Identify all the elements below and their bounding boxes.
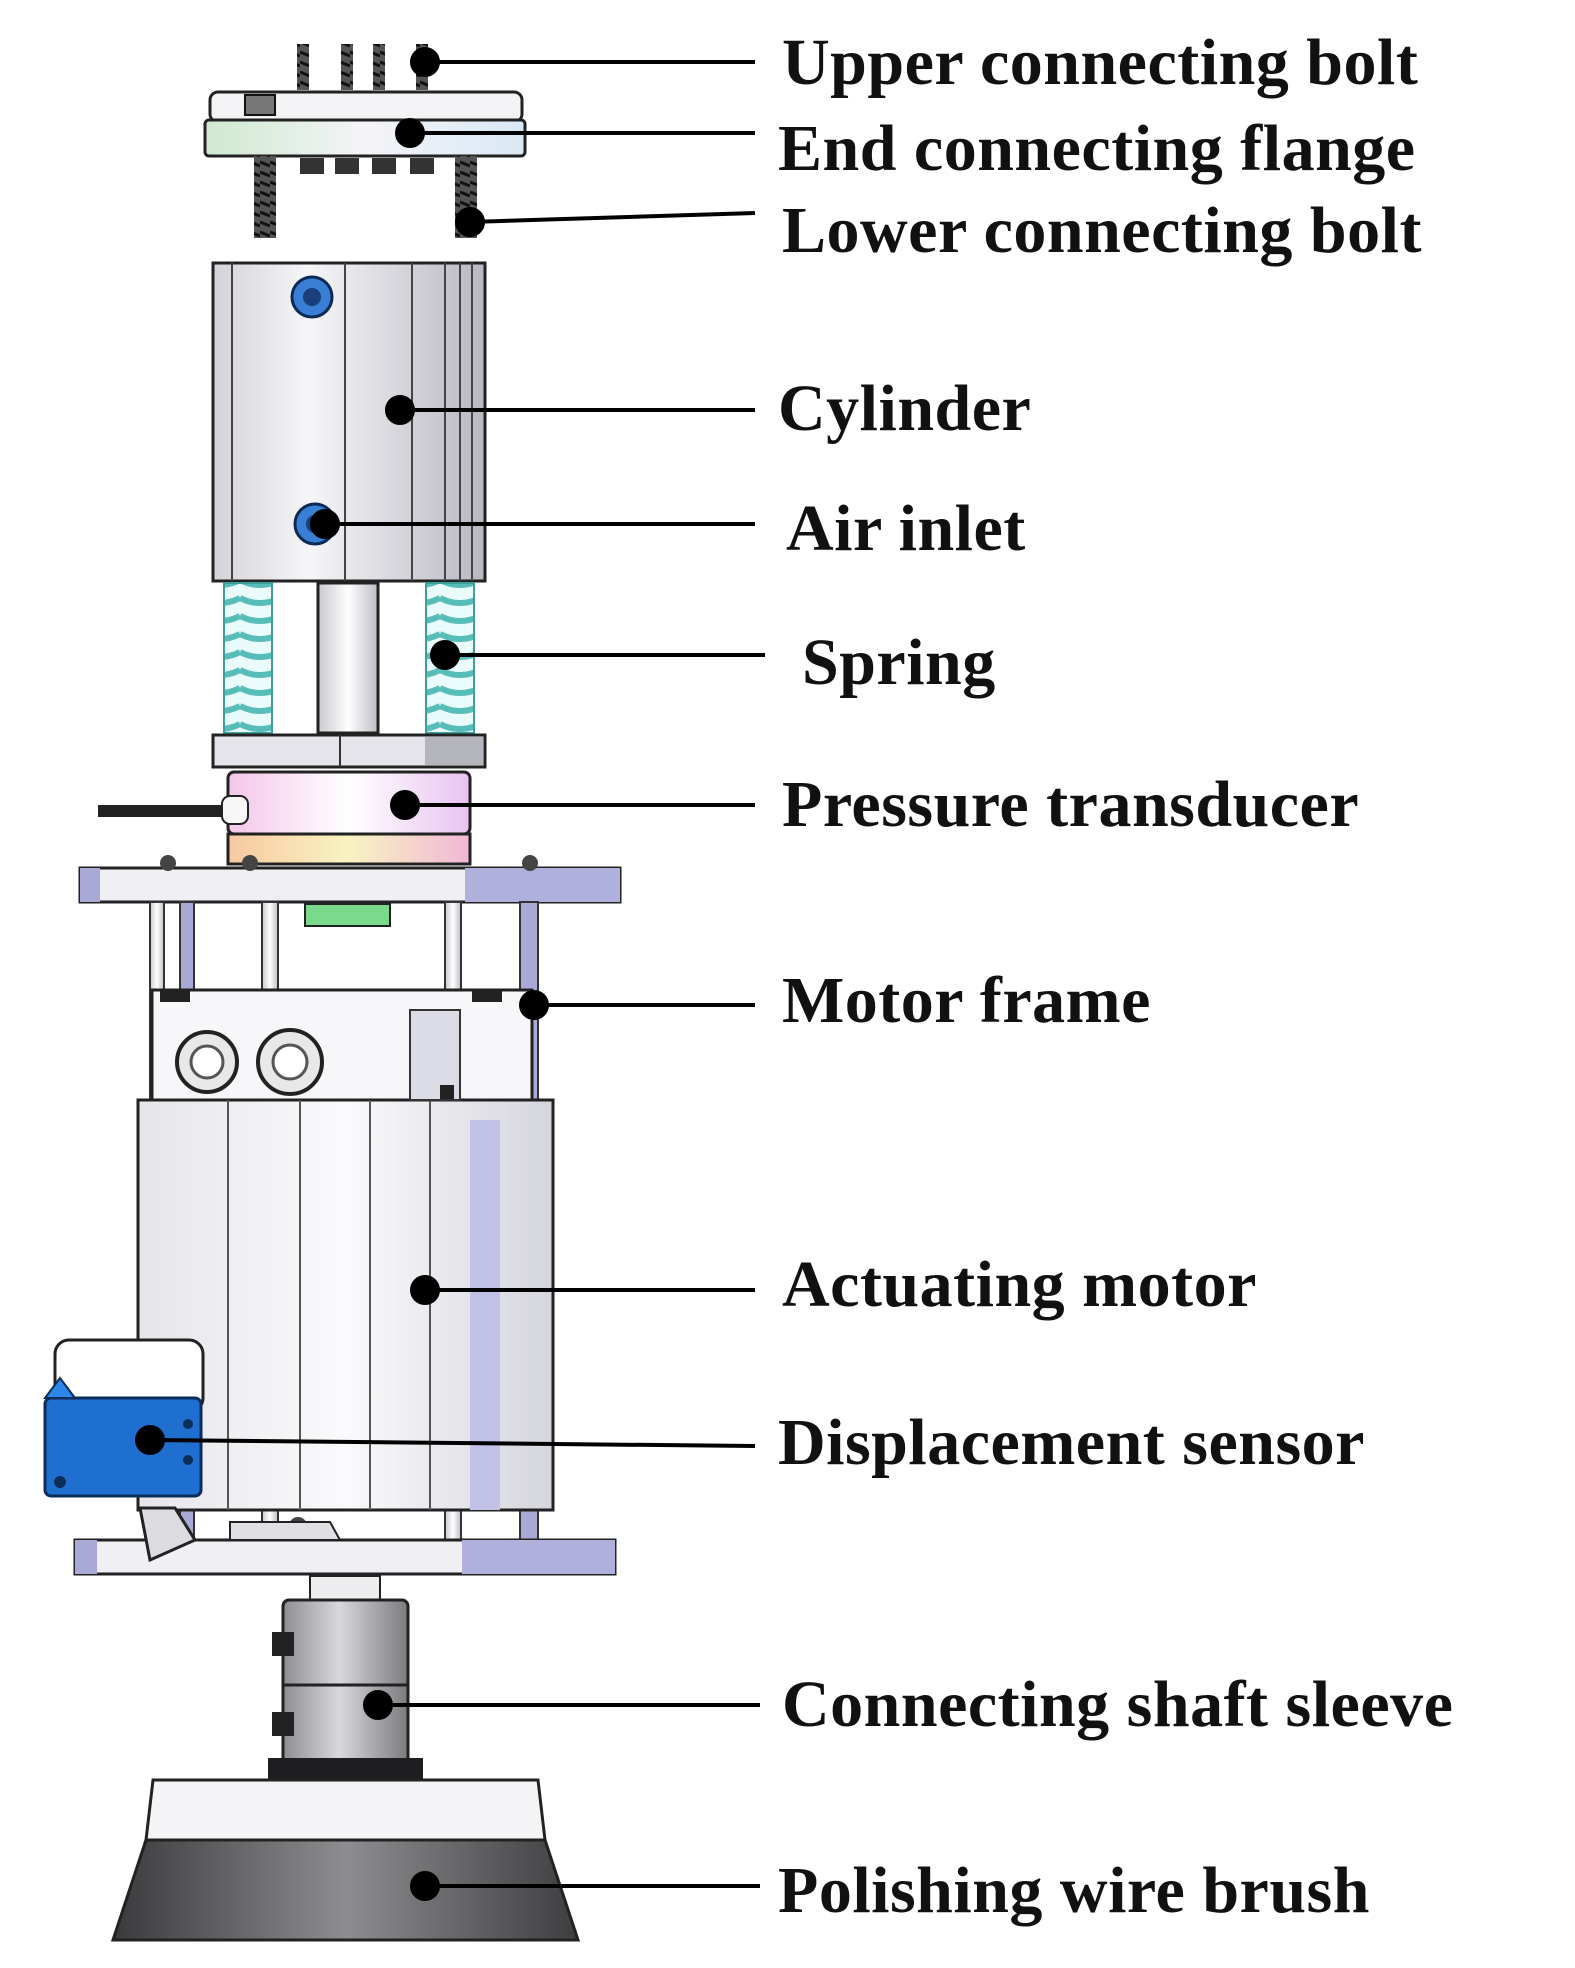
- displacement-sensor-body: [43, 1338, 342, 1563]
- label-air-inlet: Air inlet: [786, 492, 1026, 565]
- leader-lines: [135, 47, 765, 1901]
- label-pressure-transducer: Pressure transducer: [782, 768, 1360, 841]
- springs: [223, 582, 475, 734]
- end-connecting-flange: [203, 90, 527, 174]
- spring-plate-shade: [425, 737, 483, 765]
- label-displacement-sensor: Displacement sensor: [778, 1406, 1365, 1479]
- air-inlet-fitting-upper: [290, 275, 334, 319]
- label-actuating-motor: Actuating motor: [782, 1248, 1257, 1321]
- label-lower-connecting-bolt: Lower connecting bolt: [782, 194, 1422, 267]
- label-spring: Spring: [802, 626, 996, 699]
- label-upper-connecting-bolt: Upper connecting bolt: [782, 26, 1419, 99]
- label-connecting-shaft-sleeve: Connecting shaft sleeve: [782, 1668, 1454, 1741]
- label-polishing-wire-brush: Polishing wire brush: [778, 1854, 1370, 1927]
- label-cylinder: Cylinder: [778, 372, 1032, 445]
- cylinder-body: [211, 261, 487, 583]
- connecting-shaft-sleeve-body: [268, 1575, 423, 1782]
- label-motor-frame: Motor frame: [782, 964, 1151, 1037]
- label-end-connecting-flange: End connecting flange: [778, 112, 1416, 185]
- polishing-wire-brush-body: [110, 1778, 581, 1942]
- piston-rod: [316, 581, 380, 735]
